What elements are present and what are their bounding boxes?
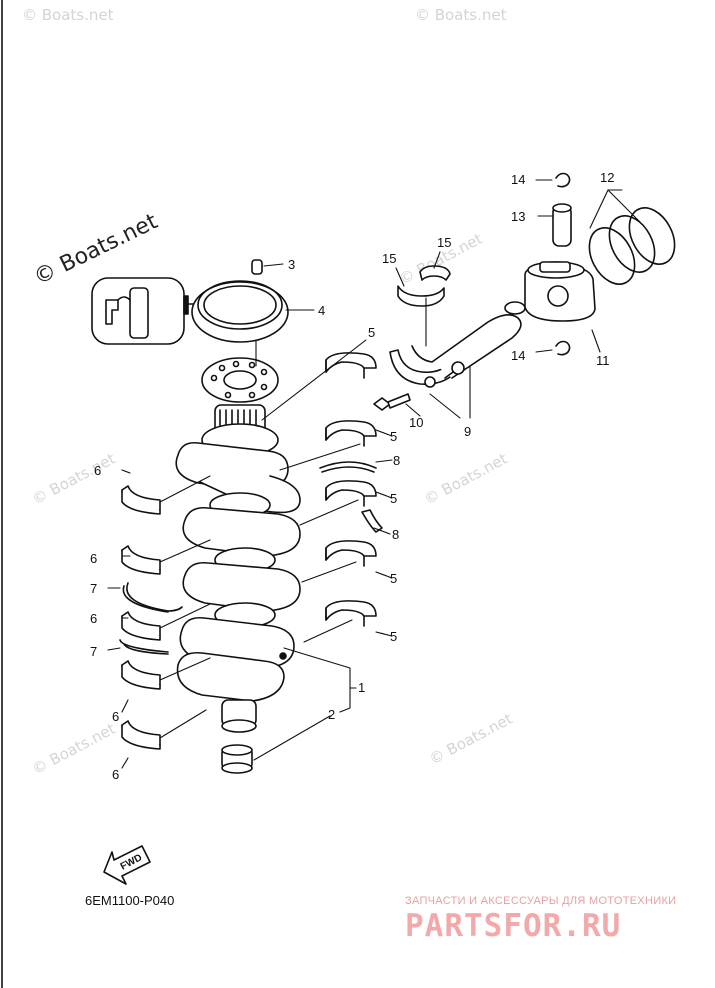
- callout-2: 2: [328, 707, 336, 722]
- callout-8: 8: [392, 527, 400, 542]
- callout-14: 14: [511, 172, 526, 187]
- thrust-washer: [119, 582, 183, 655]
- part-code: 6EM1100-P040: [85, 893, 175, 908]
- rod-bolt: [373, 393, 411, 411]
- callout-15: 15: [382, 251, 397, 266]
- connecting-rod: [389, 301, 526, 388]
- callout-13: 13: [511, 209, 526, 224]
- oil-seal: [191, 280, 289, 343]
- callout-11: 11: [596, 353, 610, 368]
- dowel-pin: [251, 259, 263, 275]
- ad-tagline: ЗАПЧАСТИ И АКСЕССУАРЫ ДЛЯ МОТОТЕХНИКИ: [405, 895, 677, 907]
- callout-5: 5: [368, 325, 376, 340]
- callout-9: 9: [464, 424, 472, 439]
- leader-lines: [107, 179, 641, 769]
- callout-4: 4: [318, 303, 326, 318]
- ad-brand-logo: PARTSFOR.RU: [405, 908, 622, 944]
- crankshaft: [175, 357, 301, 733]
- callout-15: 15: [437, 235, 452, 250]
- callout-5: 5: [390, 571, 398, 586]
- watermark: © Boats.net: [22, 6, 114, 24]
- bearing-ring: [221, 744, 253, 774]
- pin-clip: [555, 172, 571, 356]
- upper-thrust-washer: [319, 461, 383, 533]
- callout-5: 5: [390, 429, 398, 444]
- callout-6: 6: [90, 551, 98, 566]
- callout-12: 12: [600, 170, 615, 185]
- callout-8: 8: [393, 453, 401, 468]
- callout-10: 10: [409, 415, 424, 430]
- seal-detail-inset: [91, 277, 199, 345]
- piston-pin: [552, 203, 572, 247]
- rod-bearing: [397, 265, 451, 307]
- callout-5: 5: [390, 629, 398, 644]
- fwd-arrow: [103, 845, 151, 885]
- callout-6: 6: [112, 767, 120, 782]
- main-bearing-upper: [325, 352, 377, 627]
- callout-6: 6: [112, 709, 120, 724]
- main-bearing-lower: [121, 485, 161, 750]
- callout-7: 7: [90, 644, 98, 659]
- piston: [524, 261, 596, 322]
- callout-5: 5: [390, 491, 398, 506]
- callout-3: 3: [288, 257, 296, 272]
- callout-14: 14: [511, 348, 526, 363]
- callout-6: 6: [94, 463, 102, 478]
- callout-6: 6: [90, 611, 98, 626]
- watermark: © Boats.net: [415, 6, 507, 24]
- callout-7: 7: [90, 581, 98, 596]
- piston-rings: [588, 207, 676, 285]
- callout-1: 1: [358, 680, 366, 695]
